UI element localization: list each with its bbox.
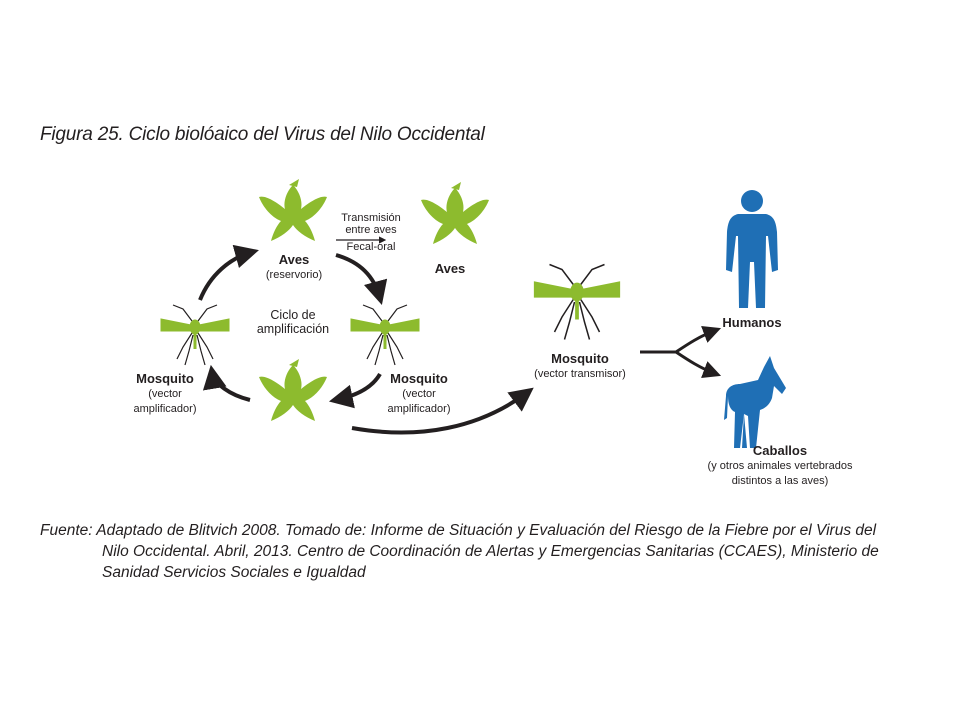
label-mosquito-left: Mosquito (vector amplificador): [120, 372, 210, 416]
horse-icon: [724, 356, 786, 448]
aves-sub: (reservorio): [265, 269, 323, 281]
cycle-line2: amplificación: [256, 322, 330, 336]
label-horses: Caballos (y otros animales vertebrados d…: [690, 444, 870, 488]
label-mosquito-right: Mosquito (vector amplificador): [374, 372, 464, 416]
figure-source: Fuente: Adaptado de Blitvich 2008. Tomad…: [40, 520, 940, 583]
mosquito-right-sub2: amplificador): [387, 403, 451, 415]
mosquito-left-sub2: amplificador): [133, 403, 197, 415]
figure-title: Figura 25. Ciclo biolóaico del Virus del…: [40, 124, 485, 145]
mosquito-transmitter-icon: [532, 263, 622, 341]
mosquito-left-icon: [159, 304, 231, 366]
arrow-to-transmitter: [351, 387, 534, 435]
mosquito-right-name: Mosquito: [390, 371, 448, 386]
label-aves-reservoir: Aves (reservorio): [254, 253, 334, 282]
bird-transmission-icon: [421, 182, 489, 244]
label-humans: Humanos: [712, 316, 792, 330]
arrow-bird-to-mosquito: [335, 253, 388, 305]
mosquito-transmitter-sub: (vector transmisor): [534, 368, 626, 380]
source-line2: Nilo Occidental. Abril, 2013. Centro de …: [102, 543, 879, 560]
mosquito-right-icon: [349, 304, 421, 366]
aves-name: Aves: [278, 252, 310, 267]
label-transmission: Transmisión entre aves Fecal-oral: [326, 212, 416, 253]
mosquito-left-sub1: (vector: [148, 388, 182, 400]
arrow-bird-bottom-to-mosquito: [202, 364, 251, 402]
mosquito-transmitter-name: Mosquito: [551, 351, 609, 366]
transmission-line1: Transmisión: [341, 212, 401, 224]
arrow-mosquito-to-bird-bottom: [328, 372, 382, 409]
bird-reservoir-icon: [259, 179, 327, 241]
transmission-line2: entre aves: [345, 224, 397, 236]
bird-bottom-icon: [259, 359, 327, 421]
source-line3: Sanidad Servicios Sociales e Igualdad: [102, 564, 366, 581]
mosquito-right-sub1: (vector: [402, 388, 436, 400]
arrow-to-horses: [675, 350, 722, 378]
horses-sub1: (y otros animales vertebrados: [707, 460, 853, 472]
label-mosquito-transmitter: Mosquito (vector transmisor): [520, 352, 640, 381]
arrow-to-humans: [675, 326, 722, 354]
label-aves-right: Aves: [420, 262, 480, 276]
cycle-line1: Ciclo de: [270, 308, 316, 322]
label-cycle-center: Ciclo de amplificación: [238, 308, 348, 336]
humans-name: Humanos: [722, 315, 782, 330]
arrow-mosquito-to-bird: [198, 244, 259, 301]
horses-sub2: distintos a las aves): [731, 475, 829, 487]
aves-right-name: Aves: [434, 261, 466, 276]
transmission-line3: Fecal-oral: [346, 241, 396, 253]
mosquito-left-name: Mosquito: [136, 371, 194, 386]
horses-name: Caballos: [752, 443, 808, 458]
source-line1: Fuente: Adaptado de Blitvich 2008. Tomad…: [40, 522, 877, 539]
human-icon: [726, 190, 778, 308]
